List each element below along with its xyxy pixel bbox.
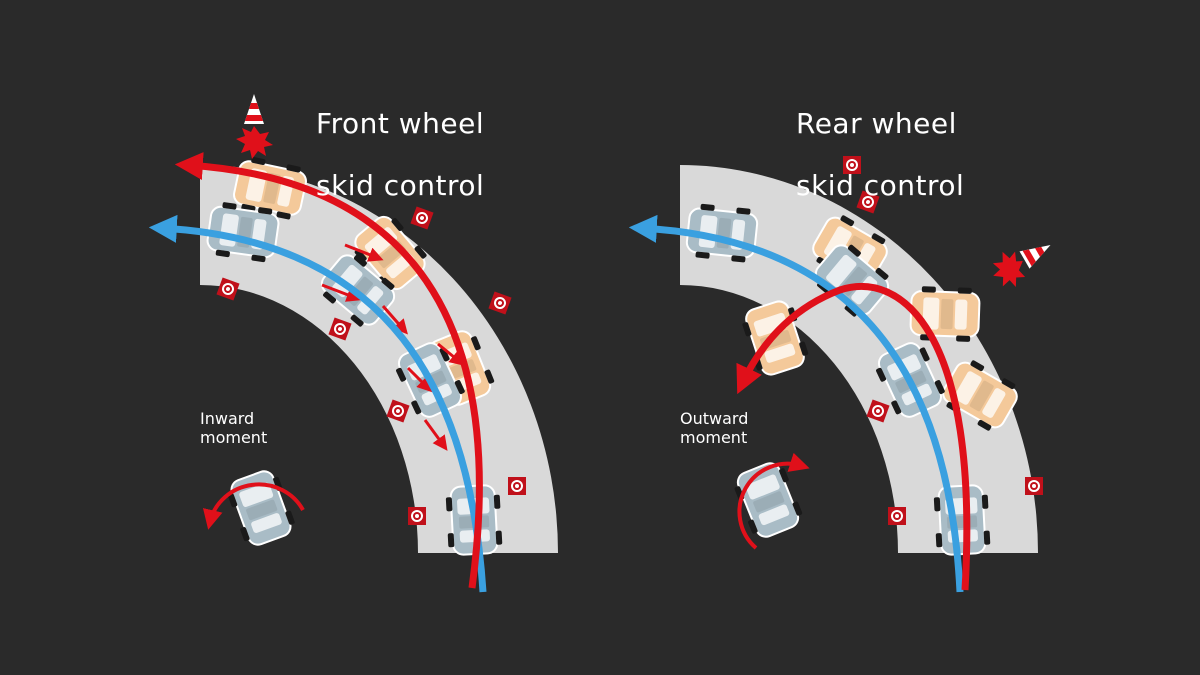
ideal-path (148, 214, 487, 593)
target-marker (508, 477, 526, 495)
moment-caption-inward: Inward moment (200, 409, 267, 447)
title-line: Rear wheel (796, 107, 957, 140)
rear-wheel-panel (628, 156, 1061, 593)
skid-path (736, 283, 971, 591)
target-marker (408, 507, 426, 525)
title-line: skid control (316, 169, 485, 202)
moment-car (222, 465, 300, 551)
ideal-path (628, 214, 964, 593)
target-marker (1025, 477, 1043, 495)
panel-title-front: Front wheel skid control (316, 77, 484, 232)
caption-line: Inward (200, 409, 255, 428)
moment-arrow-outward (737, 452, 810, 550)
caption-line: moment (200, 428, 268, 447)
traffic-cone-icon (985, 229, 1061, 294)
force-arrows (321, 243, 465, 451)
target-marker (488, 291, 512, 315)
panel-title-rear: Rear wheel skid control (796, 77, 964, 232)
skid-path (174, 152, 483, 589)
title-line: Front wheel (316, 107, 485, 140)
road-curve-left (200, 165, 558, 553)
moment-arrow-inward (202, 482, 305, 530)
traffic-cone-icon (236, 94, 273, 159)
moment-caption-outward: Outward moment (680, 409, 748, 447)
caption-line: moment (680, 428, 748, 447)
front-wheel-panel (148, 94, 558, 593)
target-marker (888, 507, 906, 525)
caption-line: Outward (680, 409, 749, 428)
title-line: skid control (796, 169, 965, 202)
road-curve-right (680, 165, 1038, 553)
